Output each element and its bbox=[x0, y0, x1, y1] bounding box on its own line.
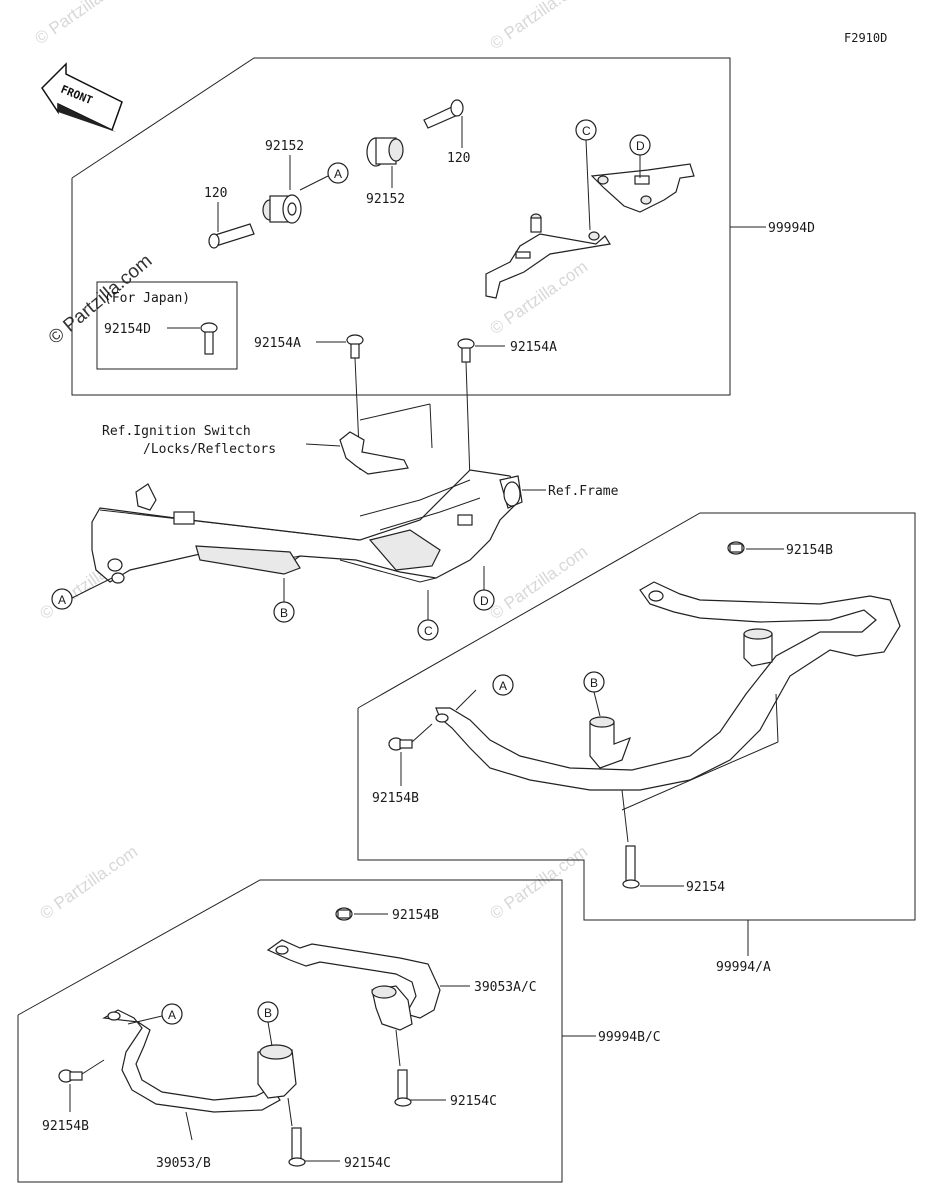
svg-text:B: B bbox=[264, 1006, 272, 1020]
front-arrow-icon: FRONT bbox=[41, 62, 123, 132]
bolt-92154b-bottom-upper-icon bbox=[335, 907, 353, 921]
label-92154b-left: 92154B bbox=[372, 791, 419, 806]
svg-text:B: B bbox=[280, 606, 288, 620]
svg-text:© Partzilla.com: © Partzilla.com bbox=[36, 842, 141, 923]
callout-b-frame bbox=[273, 601, 295, 623]
guard-39053ac-icon bbox=[266, 939, 441, 1031]
japan-box bbox=[96, 281, 238, 370]
callout-b-bottom bbox=[257, 1001, 279, 1023]
guard-39053b-icon bbox=[102, 1009, 297, 1113]
svg-text:A: A bbox=[58, 593, 66, 607]
label-120-left: 120 bbox=[204, 186, 227, 201]
label-92152-right: 92152 bbox=[366, 192, 405, 207]
bolt-92154b-upper-icon bbox=[727, 541, 745, 555]
svg-text:B: B bbox=[590, 676, 598, 690]
bolt-120-right-icon bbox=[423, 99, 464, 129]
label-92154c-lower: 92154C bbox=[344, 1156, 391, 1171]
kit-box-99994d bbox=[71, 57, 731, 396]
watermarks: © Partzilla.com © Partzilla.com © Partzi… bbox=[31, 0, 591, 923]
label-92154: 92154 bbox=[686, 880, 725, 895]
label-92154c-upper: 92154C bbox=[450, 1094, 497, 1109]
label-92154b-bottom-left: 92154B bbox=[42, 1119, 89, 1134]
callout-a-top bbox=[327, 162, 349, 184]
label-92152-left: 92152 bbox=[265, 139, 304, 154]
ref-ignition-line2: /Locks/Reflectors bbox=[143, 442, 276, 457]
collar-92152-left-icon bbox=[262, 194, 302, 224]
callout-d-frame bbox=[473, 589, 495, 611]
bolt-120-left-icon bbox=[208, 223, 255, 249]
label-99994d: 99994D bbox=[768, 221, 815, 236]
svg-text:D: D bbox=[636, 139, 645, 153]
label-39053ac: 39053A/C bbox=[474, 980, 537, 995]
collar-92152-right-icon bbox=[366, 137, 404, 167]
ref-ignition-line1: Ref.Ignition Switch bbox=[102, 424, 251, 439]
frame-assembly-icon bbox=[91, 469, 523, 584]
svg-text:© Partzilla.com: © Partzilla.com bbox=[486, 842, 591, 923]
bolt-92154d-icon bbox=[200, 322, 218, 355]
callout-a-frame bbox=[51, 588, 73, 610]
svg-text:D: D bbox=[480, 594, 489, 608]
guard-bar-right-icon bbox=[435, 581, 901, 791]
bracket-d-icon bbox=[590, 163, 695, 213]
svg-text:A: A bbox=[334, 167, 342, 181]
callout-a-right bbox=[492, 674, 514, 696]
callout-d-top bbox=[629, 134, 651, 156]
bolt-92154b-left-icon bbox=[388, 737, 413, 751]
ref-frame-label: Ref.Frame bbox=[548, 484, 619, 499]
bolt-92154a-right-icon bbox=[457, 338, 475, 363]
label-92154a-left: 92154A bbox=[254, 336, 301, 351]
callout-b-right bbox=[583, 671, 605, 693]
label-92154b-bottom-upper: 92154B bbox=[392, 908, 439, 923]
svg-text:© Partzilla.com: © Partzilla.com bbox=[486, 542, 591, 623]
callout-c-frame bbox=[417, 619, 439, 641]
kit-box-99994bc bbox=[17, 879, 563, 1183]
bolt-92154c-upper-icon bbox=[394, 1069, 412, 1107]
label-92154b-upper: 92154B bbox=[786, 543, 833, 558]
bolt-92154c-lower-icon bbox=[288, 1127, 306, 1167]
svg-text:A: A bbox=[499, 679, 507, 693]
label-99994a: 99994/A bbox=[716, 960, 771, 975]
callout-a-bottom bbox=[161, 1003, 183, 1025]
svg-text:© Partzilla.com: © Partzilla.com bbox=[486, 0, 591, 53]
bolt-92154b-bottom-left-icon bbox=[58, 1069, 83, 1083]
label-92154d: 92154D bbox=[104, 322, 151, 337]
svg-text:C: C bbox=[424, 624, 433, 638]
japan-note: (For Japan) bbox=[104, 291, 190, 306]
label-120-right: 120 bbox=[447, 151, 470, 166]
label-39053b: 39053/B bbox=[156, 1156, 211, 1171]
svg-text:C: C bbox=[582, 124, 591, 138]
label-92154a-right: 92154A bbox=[510, 340, 557, 355]
label-99994bc: 99994B/C bbox=[598, 1030, 661, 1045]
bolt-92154-icon bbox=[622, 845, 640, 889]
kit-box-99994a bbox=[357, 512, 916, 921]
svg-text:A: A bbox=[168, 1008, 176, 1022]
svg-text:© Partzilla.com: © Partzilla.com bbox=[31, 0, 136, 48]
reflector-plate-icon bbox=[339, 403, 433, 475]
bolt-92154a-left-icon bbox=[346, 334, 364, 359]
callout-c-top bbox=[575, 119, 597, 141]
bracket-c-icon bbox=[485, 213, 611, 299]
diagram-code: F2910D bbox=[844, 31, 887, 45]
